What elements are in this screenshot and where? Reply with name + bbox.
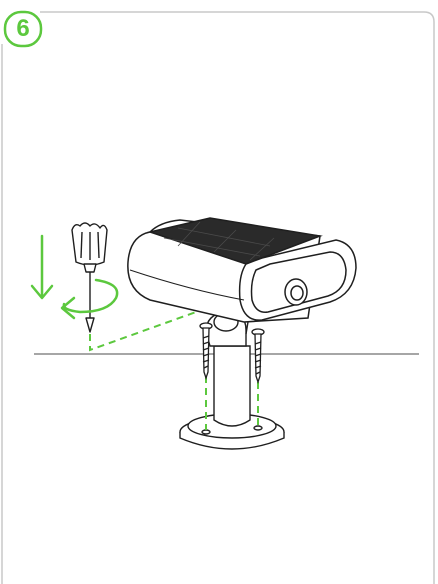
mount-icon [179, 311, 285, 450]
rotate-arrow-icon [60, 278, 119, 320]
screwdriver-icon [71, 222, 108, 333]
step-number: 6 [16, 15, 30, 42]
step-badge [3, 10, 43, 48]
screw-icon [199, 322, 213, 381]
down-arrow-icon [30, 234, 54, 300]
panel-frame [40, 11, 435, 584]
screw-icon [251, 328, 265, 385]
guide-dashed-line [89, 311, 197, 352]
camera-icon [127, 217, 357, 323]
